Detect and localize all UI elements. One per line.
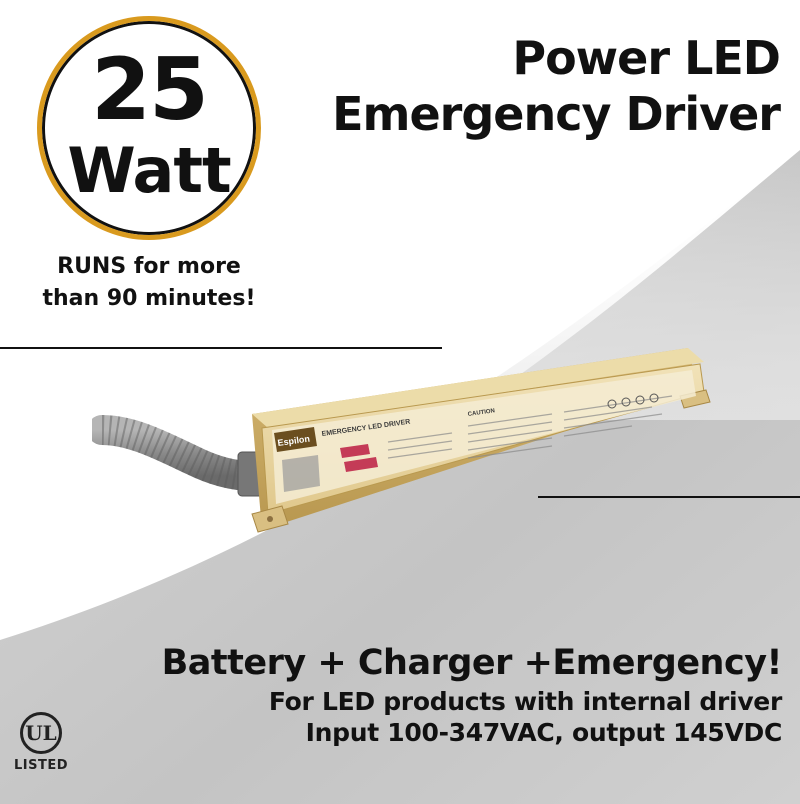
feature-text: Battery + Charger +Emergency! For LED pr… [82,640,783,748]
driver-product-image: Espilon EMERGENCY LED DRIVER CAUTION [92,348,711,533]
runtime-line-2: than 90 minutes! [42,286,256,311]
ul-listed-logo: UL LISTED [14,712,68,792]
ul-logo-icon: UL [20,712,62,754]
runtime-note: RUNS for more than 90 minutes! [20,251,278,315]
title-line-1: Power LED [512,31,781,85]
product-title: Power LED Emergency Driver [220,30,781,142]
divider-right [538,496,800,498]
caution-text: CAUTION [467,408,495,418]
title-line-2: Emergency Driver [332,87,781,141]
brand-text: Espilon [277,434,311,448]
divider-left [0,347,442,349]
wattage-number: 25 [91,40,209,140]
feature-line-3: Input 100-347VAC, output 145VDC [305,718,783,747]
feature-headline: Battery + Charger +Emergency! [161,643,783,683]
runtime-line-1: RUNS for more [57,254,241,279]
ul-listed-text: LISTED [14,758,69,773]
flexible-conduit [92,415,267,491]
wattage-badge: 25 Watt [37,16,261,240]
feature-line-2: For LED products with internal driver [268,687,782,716]
wattage-unit: Watt [67,134,231,207]
